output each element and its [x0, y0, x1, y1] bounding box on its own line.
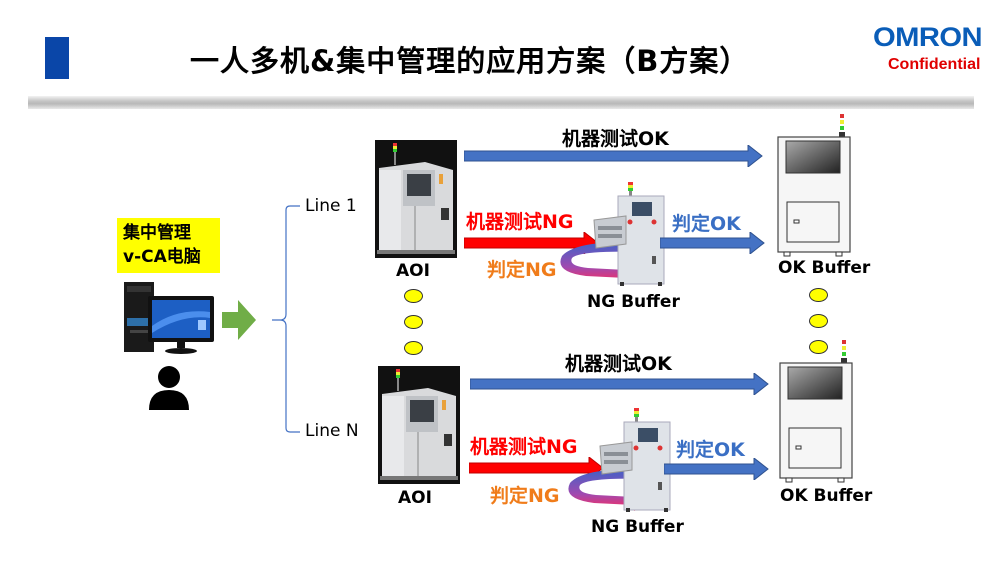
ellipsis-dot	[809, 340, 828, 354]
machine-ng-label: 机器测试NG	[466, 211, 574, 233]
ellipsis-dot	[809, 288, 828, 302]
judge-ok-arrow	[664, 458, 769, 480]
judge-ok-arrow	[660, 232, 765, 254]
ellipsis-dot	[404, 315, 423, 329]
aoi-machine-icon	[378, 366, 460, 484]
omron-logo: OMRON	[873, 22, 983, 52]
line-1-label: Line 1	[305, 196, 357, 216]
page-title: 一人多机&集中管理的应用方案（B方案）	[190, 44, 750, 78]
ok-buffer-label: OK Buffer	[778, 258, 871, 278]
machine-ok-arrow	[464, 145, 763, 167]
management-line-1: 集中管理	[123, 223, 191, 243]
judge-ng-label: 判定NG	[487, 259, 557, 281]
judge-ng-label: 判定NG	[490, 485, 560, 507]
ok-buffer-label: OK Buffer	[780, 486, 873, 506]
machine-ok-arrow	[470, 373, 769, 395]
header-divider	[28, 96, 974, 109]
desktop-computer-icon	[124, 282, 214, 354]
central-management-label: 集中管理 v-CA电脑	[117, 218, 220, 273]
machine-ok-label: 机器测试OK	[562, 128, 669, 150]
forward-arrow-icon	[222, 300, 256, 340]
ng-buffer-label: NG Buffer	[591, 517, 684, 537]
aoi-machine-icon	[375, 140, 457, 258]
judge-ok-label: 判定OK	[672, 213, 741, 235]
confidential-label: Confidential	[888, 56, 981, 73]
ellipsis-dot	[404, 341, 423, 355]
ng-buffer-label: NG Buffer	[587, 292, 680, 312]
machine-ng-label: 机器测试NG	[470, 436, 578, 458]
ok-buffer-machine-icon	[779, 340, 853, 483]
aoi-label: AOI	[398, 488, 432, 508]
aoi-label: AOI	[396, 261, 430, 281]
line-group-brace	[272, 205, 300, 433]
ng-buffer-machine-icon	[599, 408, 671, 512]
ellipsis-dot	[404, 289, 423, 303]
title-marker	[45, 37, 69, 79]
judge-ok-label: 判定OK	[676, 439, 745, 461]
machine-ok-label: 机器测试OK	[565, 353, 672, 375]
ok-buffer-machine-icon	[777, 114, 851, 257]
person-icon	[149, 366, 189, 410]
management-line-2: v-CA电脑	[123, 247, 201, 267]
ng-buffer-machine-icon	[593, 182, 665, 286]
line-n-label: Line N	[305, 421, 359, 441]
ellipsis-dot	[809, 314, 828, 328]
